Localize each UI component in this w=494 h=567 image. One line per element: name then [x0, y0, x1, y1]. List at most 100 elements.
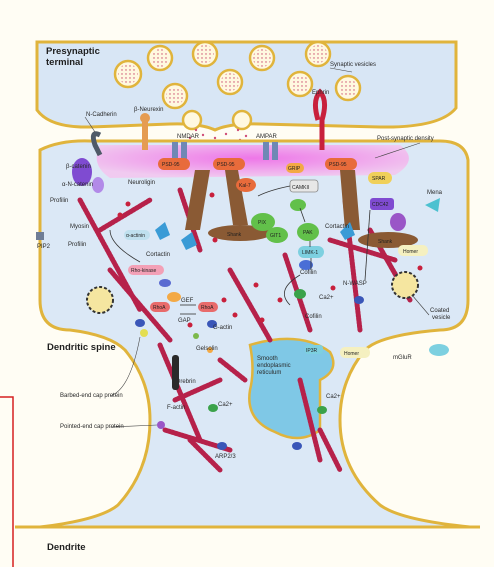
psd95-b-label: PSD-95 [217, 162, 235, 168]
a-n-catenin-shape [92, 177, 104, 193]
mena-shape [425, 198, 440, 212]
ca-c-label: Ca2+ [326, 394, 341, 400]
protein-blobs [36, 158, 449, 450]
barbed-cap-label: Barbed-end cap protein [60, 393, 123, 399]
pix-shape [251, 213, 275, 231]
psd95-b-shape [213, 158, 245, 170]
rhoa-gdp-label: RhoA [153, 305, 166, 311]
shank-b-label: Shank [378, 239, 393, 245]
kalirin-shape [236, 178, 256, 192]
pointed-cap-shape [157, 421, 165, 429]
smooth-er [248, 337, 335, 440]
pak-label: PAK [303, 230, 313, 236]
spine-label: Dendritic spine [47, 342, 116, 353]
psd95-a-label: PSD-95 [162, 162, 180, 168]
pointed-cap-label: Pointed-end cap protein [60, 424, 124, 430]
synaptic-vesicles-label: Synaptic vesicles [330, 62, 376, 68]
n-cadherin-label: N-Cadherin [86, 112, 117, 118]
mglur-label: mGluR [393, 355, 412, 361]
rhoa-gtp-shape [198, 302, 218, 312]
b-neurexin-label: β-Neurexin [134, 107, 163, 113]
rhoa-gdp-shape [150, 302, 170, 312]
grip-shape [286, 163, 304, 173]
cortactin-left-label: Cortactin [146, 252, 170, 258]
gef-label: GEF [181, 298, 194, 304]
homer-a-label: Homer [403, 249, 418, 255]
ca-a-label: Ca2+ [319, 295, 334, 301]
ip3r-label: IP3R [306, 348, 318, 354]
cofilin-a-label: Cofilin [300, 270, 317, 276]
cortactin-mid-label: Cortactin [325, 224, 349, 230]
actin-filaments [77, 187, 413, 473]
camkii-label: CAMKII [292, 185, 309, 191]
callout-lines [84, 67, 430, 428]
a-n-catenin-label: α-N-catenin [62, 182, 93, 188]
grip-label: GRIP [288, 166, 301, 172]
ca-b-label: Ca2+ [218, 402, 233, 408]
n-wasp-label: N-WASP [343, 281, 367, 287]
arp23-label: ARP2/3 [215, 454, 236, 460]
receptors [90, 88, 328, 160]
f-actin-label: F-actin [167, 405, 185, 411]
git1-shape [266, 227, 288, 243]
barbed-cap-shape [140, 329, 148, 337]
gap-label: GAP [178, 318, 191, 324]
presynaptic-terminal [35, 40, 458, 132]
pip2-label: PIP2 [37, 244, 51, 250]
homer-a-shape [398, 245, 428, 256]
coated-vesicles [86, 271, 419, 314]
mena-label: Mena [427, 190, 443, 196]
ip3r-shape [305, 345, 323, 354]
pak-shape [297, 223, 319, 241]
drebrin-label: Drebrin [176, 379, 196, 385]
g-actin-label: G-actin [213, 325, 232, 331]
mglur-shape [429, 344, 449, 356]
a-actinin-shape [124, 230, 150, 240]
b-catenin-label: β-catenin [66, 164, 91, 170]
gelsolin-label: Gelsolin [196, 346, 218, 352]
profilin-left-label: Profilin [68, 242, 86, 248]
limk-shape [298, 246, 324, 258]
psd-label: Post-synaptic density [377, 136, 434, 142]
psd95-a-shape [158, 158, 190, 170]
psd95-c-shape [325, 158, 357, 170]
psd95-c-label: PSD-95 [329, 162, 347, 168]
homer-b-shape [340, 347, 370, 358]
dendrite-shaft [15, 527, 480, 567]
a-actinin-label: α-actinin [126, 233, 145, 239]
dendrite-label: Dendrite [47, 542, 86, 553]
cofilin-b-label: Cofilin [305, 314, 322, 320]
rho-kinase-shape [128, 265, 164, 275]
cdc42-shape [370, 198, 394, 210]
profilin-top-label: Profilin [50, 198, 68, 204]
synaptic-vesicles [113, 40, 362, 131]
rho-kinase-label: Rho-kinase [131, 268, 157, 274]
spar-label: SPAR [372, 176, 386, 182]
cdc42-label: CDC42 [372, 202, 389, 208]
git1-label: GIT1 [270, 233, 281, 239]
rhoa-gtp-label: RhoA [201, 305, 214, 311]
kalirin-label: Kal-7 [239, 183, 251, 189]
gelsolin-shape [207, 347, 213, 353]
spar-shape [368, 172, 392, 184]
frame-bracket [0, 396, 14, 567]
neuroligin-label: Neuroligin [128, 180, 155, 186]
shank-a-label: Shank [227, 232, 242, 238]
drebrin-shape [172, 355, 179, 390]
pathway-arrows [109, 185, 371, 315]
homer-b-label: Homer [344, 351, 359, 357]
scaffold-rods [185, 170, 418, 248]
g-actin-beads [117, 192, 423, 328]
ephrin-label: Ephrin [312, 90, 329, 96]
pix-label: PIX [258, 220, 267, 226]
limk-label: LIMK-1 [302, 250, 318, 256]
b-catenin-shape [72, 158, 92, 186]
ampar-label: AMPAR [256, 134, 278, 140]
myosin-label: Myosin [70, 224, 89, 230]
presynaptic-label: Presynaptic terminal [46, 46, 103, 68]
nmdar-label: NMDAR [177, 134, 200, 140]
